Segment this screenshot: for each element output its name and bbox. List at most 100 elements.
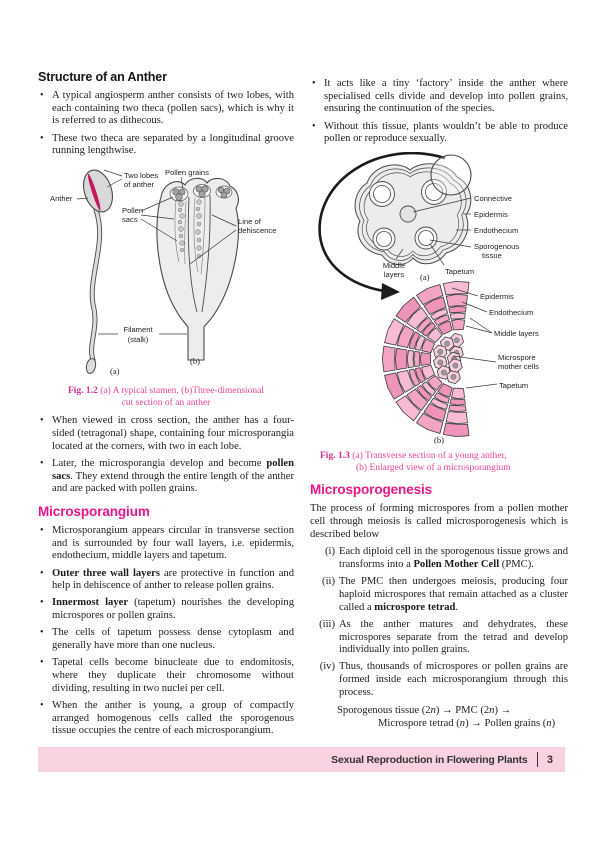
label-middle-layers-a: Middle bbox=[383, 261, 405, 270]
microsporangium-bottom-right-inner bbox=[418, 230, 434, 246]
anther-shape bbox=[82, 169, 114, 213]
list-item: Without this tissue, plants wouldn’t be … bbox=[310, 121, 568, 146]
list-item: Later, the microsporangia develop and be… bbox=[38, 458, 294, 496]
sublabel-b: (b) bbox=[190, 356, 200, 366]
pollen-sac-channels bbox=[174, 197, 206, 275]
label-pollen-grains: Pollen grains bbox=[165, 168, 209, 177]
figure-number: Fig. 1.3 bbox=[320, 451, 350, 462]
label-filament-stalk: (stalk) bbox=[128, 335, 149, 344]
dehiscence-lines bbox=[187, 195, 211, 313]
caption-text-line2: cut section of an anther bbox=[121, 397, 211, 408]
anther-cross-section-diagram: Connective Epidermis Endothecium Sporoge… bbox=[318, 151, 539, 445]
label-microspore-mother-cells: Microspore bbox=[498, 353, 536, 362]
list-item: When the anther is young, a group of com… bbox=[38, 700, 294, 738]
bullet-list-sporogenous-tissue: It acts like a tiny ‘factory’ inside the… bbox=[310, 78, 568, 146]
label-connective: Connective bbox=[474, 194, 512, 203]
stamen-drawing bbox=[82, 169, 114, 374]
item-label: (i) bbox=[325, 546, 335, 558]
label-epidermis-a: Epidermis bbox=[474, 210, 508, 219]
item-text: Thus, thousands of microspores or pollen… bbox=[339, 661, 568, 698]
footer-chapter-title: Sexual Reproduction in Flowering Plants bbox=[331, 753, 528, 766]
item-label: (iii) bbox=[319, 618, 335, 630]
label-sporogenous-tissue-2: tissue bbox=[482, 251, 502, 260]
label-pollen-sacs: Pollen bbox=[122, 206, 143, 215]
young-anther-outline bbox=[354, 154, 472, 266]
magnifier-circle bbox=[430, 154, 472, 196]
item-text: Each diploid cell in the sporogenous tis… bbox=[339, 546, 568, 571]
list-item-ii: (ii) The PMC then undergoes meiosis, pro… bbox=[310, 576, 568, 614]
leader-lines bbox=[76, 169, 237, 335]
label-microspore-mother-cells-2: mother cells bbox=[498, 362, 539, 371]
list-item-iv: (iv) Thus, thousands of microspores or p… bbox=[310, 661, 568, 699]
connective-circle bbox=[399, 205, 417, 223]
formula-line-2: Microspore tetrad (n) → Pollen grains (n… bbox=[378, 718, 556, 730]
section-heading-structure-of-an-anther: Structure of an Anther bbox=[38, 70, 167, 84]
list-item: Outer three wall layers are protective i… bbox=[38, 568, 294, 593]
list-item: A typical angiosperm anther consists of … bbox=[38, 90, 294, 128]
label-middle-layers-b: Middle layers bbox=[494, 329, 539, 338]
list-item: Tapetal cells become binucleate due to e… bbox=[38, 657, 294, 695]
list-item: When viewed in cross section, the anther… bbox=[38, 415, 294, 453]
microsporangium-cell-rings bbox=[381, 281, 470, 438]
sublabel-b: (b) bbox=[434, 435, 444, 444]
list-item: It acts like a tiny ‘factory’ inside the… bbox=[310, 78, 568, 116]
figure-number: Fig. 1.2 bbox=[67, 386, 98, 397]
anther-groove-stripe bbox=[87, 173, 101, 211]
microsporangium-top-left-inner bbox=[373, 185, 391, 203]
pollen-clusters bbox=[172, 185, 231, 201]
list-item-iii: (iii) As the anther matures and dehydrat… bbox=[310, 619, 568, 657]
leader-lines-a bbox=[395, 197, 472, 266]
item-label: (ii) bbox=[322, 576, 335, 588]
label-line-of-dehiscence-2: dehiscence bbox=[238, 226, 276, 235]
label-two-lobes-2: of anther bbox=[124, 180, 154, 189]
figure-1-3-anther-section: Connective Epidermis Endothecium Sporoge… bbox=[310, 151, 568, 474]
microsporangium-bottom-left-inner bbox=[376, 231, 392, 247]
label-two-lobes: Two lobes bbox=[124, 171, 158, 180]
list-item: Innermost layer (tapetum) nourishes the … bbox=[38, 597, 294, 622]
list-item: Microsporangium appears circular in tran… bbox=[38, 525, 294, 563]
label-filament: Filament bbox=[123, 325, 153, 334]
label-tapetum-a: Tapetum bbox=[445, 267, 474, 276]
left-column: Structure of an Anther A typical angiosp… bbox=[38, 70, 294, 742]
formula-line-1: Sporogenous tissue (2n) → PMC (2n) → bbox=[337, 705, 512, 717]
arrowhead bbox=[381, 283, 400, 301]
label-middle-layers-a-2: layers bbox=[384, 270, 404, 279]
sublabel-a: (a) bbox=[420, 272, 430, 282]
item-text: As the anther matures and dehydrates, th… bbox=[339, 618, 568, 656]
caption-text-line2: (b) Enlarged view of a microsporangium bbox=[356, 462, 511, 473]
label-endothecium-a: Endothecium bbox=[474, 226, 518, 235]
label-tapetum-b: Tapetum bbox=[499, 381, 528, 390]
list-item-i: (i) Each diploid cell in the sporogenous… bbox=[310, 546, 568, 571]
item-text: The PMC then undergoes meiosis, producin… bbox=[339, 576, 568, 613]
bullet-list-anther-intro: A typical angiosperm anther consists of … bbox=[38, 90, 294, 158]
caption-text: (a) A typical stamen, (b)Three-dimension… bbox=[97, 386, 265, 397]
label-sporogenous-tissue: Sporogenous bbox=[474, 242, 519, 251]
caption-text: (a) Transverse section of a young anther… bbox=[349, 451, 507, 462]
filament-fill bbox=[90, 208, 102, 362]
figure-1-2-stamen: Two lobes of anther Anther Pollen grains… bbox=[38, 164, 294, 409]
page-number: 3 bbox=[546, 753, 553, 766]
label-line-of-dehiscence: Line of bbox=[238, 217, 262, 226]
figure-1-3-caption: Fig. 1.3 (a) Transverse section of a you… bbox=[310, 451, 568, 474]
page-footer: Sexual Reproduction in Flowering Plants … bbox=[38, 747, 565, 772]
label-anther: Anther bbox=[50, 194, 73, 203]
section-heading-microsporangium: Microsporangium bbox=[38, 503, 150, 519]
list-item: These two theca are separated by a longi… bbox=[38, 133, 294, 158]
section-heading-microsporogenesis: Microsporogenesis bbox=[310, 482, 433, 498]
figure-1-2-caption: Fig. 1.2 (a) A typical stamen, (b)Three-… bbox=[38, 386, 294, 409]
sublabel-a: (a) bbox=[110, 366, 120, 376]
microsporogenesis-intro: The process of forming microspores from … bbox=[310, 503, 568, 540]
label-endothecium-b: Endothecium bbox=[489, 308, 533, 317]
label-epidermis-b: Epidermis bbox=[480, 292, 514, 301]
cut-anther-drawing bbox=[156, 177, 239, 361]
leader-lines-b bbox=[451, 287, 498, 389]
stamen-anther-diagram: Two lobes of anther Anther Pollen grains… bbox=[50, 168, 276, 376]
footer-separator bbox=[536, 752, 538, 767]
list-item: The cells of tapetum possess dense cytop… bbox=[38, 627, 294, 652]
item-label: (iv) bbox=[319, 661, 335, 673]
rotation-arrow bbox=[318, 151, 446, 301]
bullet-list-microsporangium: Microsporangium appears circular in tran… bbox=[38, 525, 294, 738]
filament-base bbox=[85, 358, 97, 374]
bullet-list-anther-cross-section: When viewed in cross section, the anther… bbox=[38, 415, 294, 496]
